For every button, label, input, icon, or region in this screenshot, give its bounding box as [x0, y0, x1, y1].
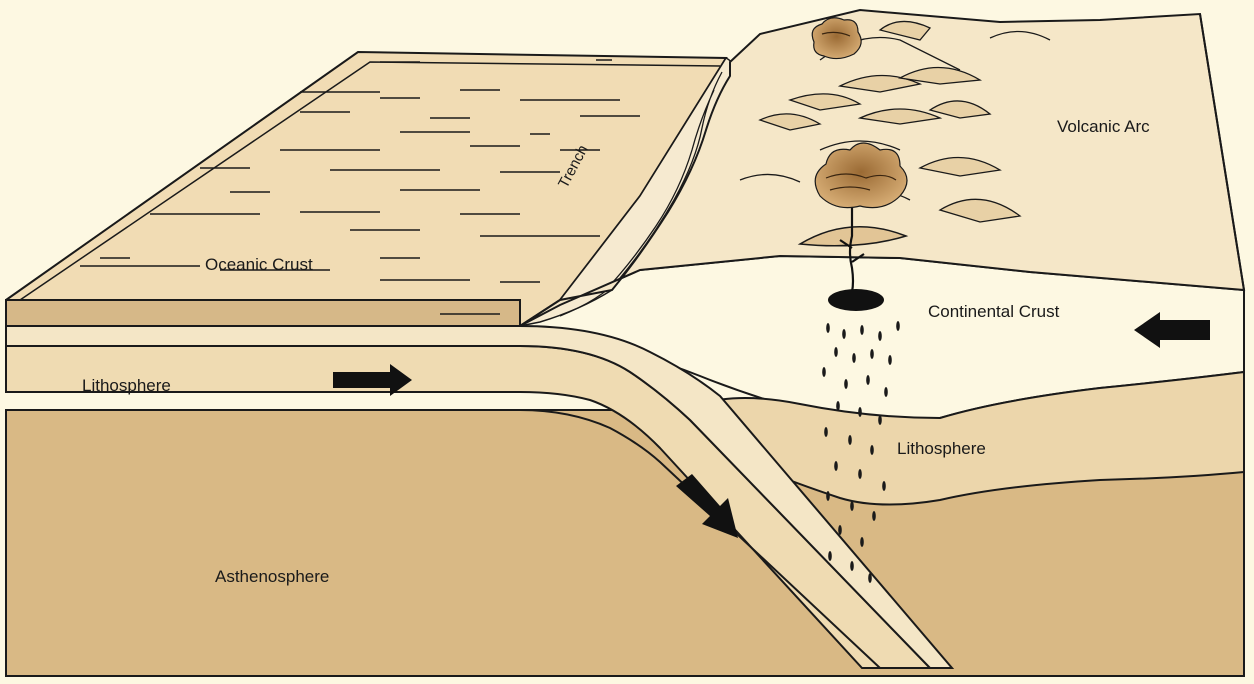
label-oceanic-lithosphere: Lithosphere: [82, 376, 171, 396]
label-volcanic-arc: Volcanic Arc: [1057, 117, 1150, 137]
label-continental-lithosphere: Lithosphere: [897, 439, 986, 459]
label-oceanic-crust: Oceanic Crust: [205, 255, 313, 275]
magma-chamber: [828, 289, 884, 311]
oceanic-plate-edge: [6, 300, 520, 326]
label-continental-crust: Continental Crust: [928, 302, 1059, 322]
label-asthenosphere: Asthenosphere: [215, 567, 329, 587]
